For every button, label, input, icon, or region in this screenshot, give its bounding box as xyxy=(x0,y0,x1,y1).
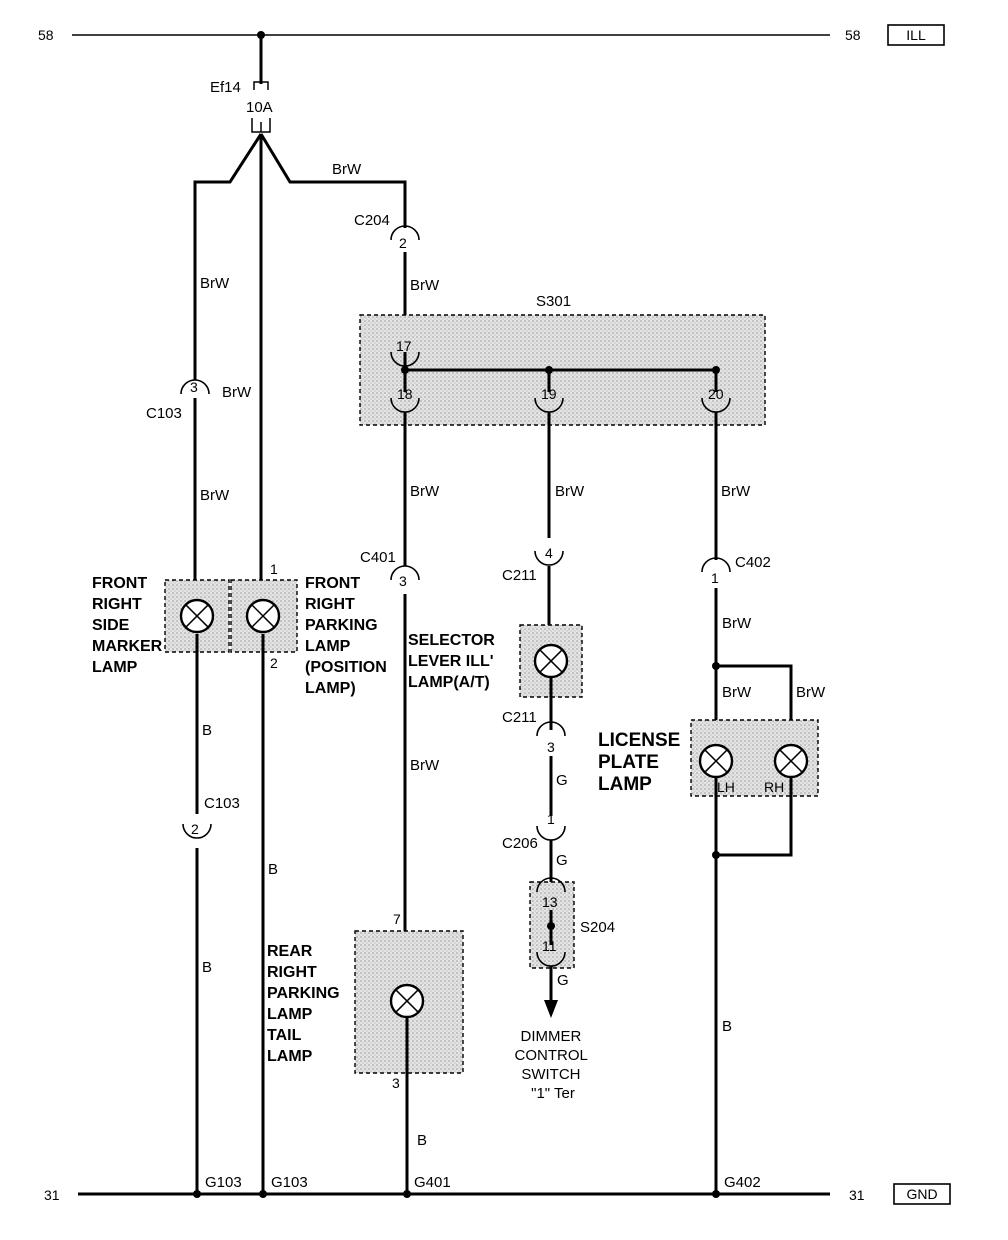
rear-pin-top: 7 xyxy=(393,911,401,927)
fuse-name: Ef14 xyxy=(210,79,241,96)
license-rh-label: RH xyxy=(764,779,784,795)
ill-tag-box xyxy=(887,24,945,46)
ground-g401: G401 xyxy=(414,1174,451,1191)
bottom-rail-left-label: 31 xyxy=(44,1187,60,1203)
dimmer-arrow-icon xyxy=(544,1000,558,1018)
selector-lever-circuit: BrW 4 C211 SELECTOR LEVER ILL' LAMP(A/T)… xyxy=(408,412,615,1102)
fuse-branches: BrW xyxy=(193,133,407,590)
s204-label: S204 xyxy=(580,919,615,936)
c103-label-bottom: C103 xyxy=(204,795,240,812)
c402-pin: 1 xyxy=(711,570,719,586)
license-plate-circuit: BrW 1 C402 BrW BrW BrW LH RH LICENSE PLA… xyxy=(598,412,826,1198)
s301-pin-17: 17 xyxy=(396,338,412,354)
s301-label: S301 xyxy=(536,293,571,310)
wire-label-b: B xyxy=(268,861,278,878)
s204-pin-13: 13 xyxy=(542,894,558,910)
c204-pin: 2 xyxy=(399,235,407,251)
c206-label: C206 xyxy=(502,835,538,852)
wire-label-brw: BrW xyxy=(796,684,826,701)
s301-pin-18: 18 xyxy=(397,386,413,402)
fuse-rating: 10A xyxy=(246,99,273,116)
c103-pin-bottom: 2 xyxy=(191,821,199,837)
c204-label: C204 xyxy=(354,212,390,229)
wire-label-brw-top: BrW xyxy=(332,161,362,178)
top-rail-left-label: 58 xyxy=(38,27,54,43)
rear-parking-lamp-box xyxy=(354,930,464,1074)
gnd-tag: GND xyxy=(906,1186,937,1202)
wire-label-brw: BrW xyxy=(410,277,440,294)
c211-pin-bottom: 3 xyxy=(547,739,555,755)
license-lh-label: LH xyxy=(717,779,735,795)
ground-g103-b: G103 xyxy=(271,1174,308,1191)
wire-label-b: B xyxy=(202,722,212,739)
wire-label-g: G xyxy=(556,852,568,869)
wire-label-g: G xyxy=(557,972,569,989)
wire-label-brw: BrW xyxy=(721,483,751,500)
c211-label-bottom: C211 xyxy=(502,709,537,726)
wire-label-brw: BrW xyxy=(410,483,440,500)
wire-label-b: B xyxy=(722,1018,732,1035)
c401-label: C401 xyxy=(360,549,396,566)
wire-label-g: G xyxy=(556,772,568,789)
front-parking-label: FRONT RIGHT PARKING LAMP (POSITION LAMP) xyxy=(305,575,391,697)
c211-label-top: C211 xyxy=(502,567,537,584)
c401-pin: 3 xyxy=(399,573,407,589)
wire-label-b: B xyxy=(417,1132,427,1149)
license-lamp-label: LICENSE PLATE LAMP xyxy=(598,730,686,795)
rear-parking-circuit: 2 C204 BrW xyxy=(354,212,440,340)
c103-pin-top: 3 xyxy=(190,379,198,395)
wire-label-brw: BrW xyxy=(200,487,230,504)
top-rail: 58 58 ILL xyxy=(38,24,945,46)
c402-label: C402 xyxy=(735,554,771,571)
front-parking-pin-top: 1 xyxy=(270,561,278,577)
front-side-marker-label: FRONT RIGHT SIDE MARKER LAMP xyxy=(92,575,167,676)
wire-label-brw: BrW xyxy=(555,483,585,500)
ground-g402: G402 xyxy=(724,1174,761,1191)
rear-parking-label: REAR RIGHT PARKING LAMP TAIL LAMP xyxy=(267,943,344,1065)
wire-label-brw: BrW xyxy=(222,384,252,401)
c211-pin-top: 4 xyxy=(545,545,553,561)
wire-label-brw: BrW xyxy=(200,275,230,292)
front-parking-circuit: BrW 1 2 FRONT RIGHT PARKING LAMP (POSITI… xyxy=(222,384,391,1198)
splice-s301: S301 17 18 19 20 xyxy=(359,293,766,426)
ground-g103-a: G103 xyxy=(205,1174,242,1191)
gnd-tag-box xyxy=(893,1183,951,1205)
front-parking-pin-bottom: 2 xyxy=(270,655,278,671)
wire-label-brw: BrW xyxy=(722,615,752,632)
rear-parking-wire: BrW 3 C401 BrW 7 3 REAR RIGHT PARKING LA… xyxy=(267,412,464,1198)
wire-label-brw: BrW xyxy=(410,757,440,774)
fuse-ef14: Ef14 10A xyxy=(210,35,273,133)
ill-tag: ILL xyxy=(906,27,926,43)
c206-pin: 1 xyxy=(547,811,555,827)
c103-label-top: C103 xyxy=(146,405,182,422)
s301-pin-19: 19 xyxy=(541,386,557,402)
rear-pin-bottom: 3 xyxy=(392,1075,400,1091)
selector-lamp-label: SELECTOR LEVER ILL' LAMP(A/T) xyxy=(408,632,499,691)
dimmer-switch-label: DIMMER CONTROL SWITCH "1" Ter xyxy=(515,1028,592,1102)
wire-label-brw: BrW xyxy=(722,684,752,701)
top-rail-right-label: 58 xyxy=(845,27,861,43)
bottom-rail-right-label: 31 xyxy=(849,1187,865,1203)
wire-label-b: B xyxy=(202,959,212,976)
bottom-rail: 31 31 GND xyxy=(44,1183,951,1205)
s204-pin-11: 11 xyxy=(542,938,557,954)
front-side-marker-circuit: BrW 3 C103 BrW FRONT RIGHT SIDE MARKER L… xyxy=(92,275,242,1198)
s301-pin-20: 20 xyxy=(708,386,724,402)
